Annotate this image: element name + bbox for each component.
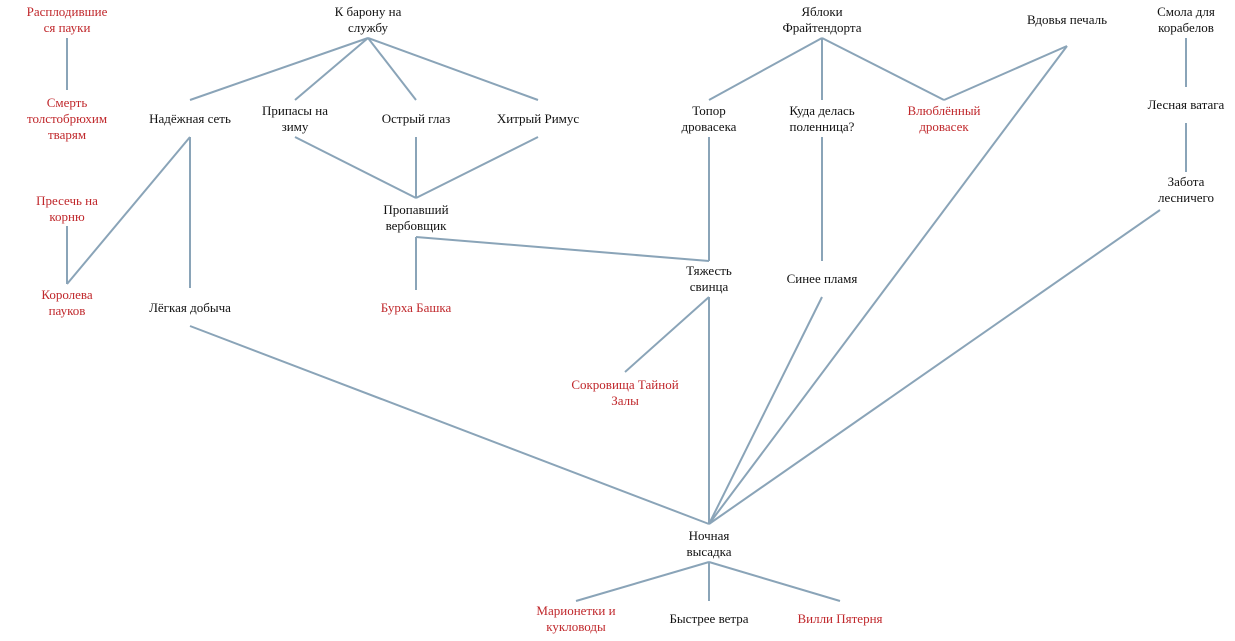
edge-k_baronu-nadezh xyxy=(189,37,369,101)
edge-sinee-nochnaya xyxy=(708,296,823,525)
edge-legkaya-nochnaya xyxy=(189,325,710,525)
edge-nochnaya-marionetki xyxy=(575,561,710,602)
node-lesnaya[interactable]: Лесная ватага xyxy=(1147,97,1225,112)
node-sinee[interactable]: Синее пламя xyxy=(786,271,858,286)
edge-hitry-propav xyxy=(415,136,539,199)
edge-k_baronu-ostry xyxy=(367,37,417,101)
node-bystree[interactable]: Быстрее ветра xyxy=(669,611,749,626)
edge-yabloki-vlyubl xyxy=(821,37,945,101)
edge-koroleva-nadezh xyxy=(66,136,191,285)
node-vdovya[interactable]: Вдовья печаль xyxy=(1027,12,1107,27)
edge-propav-tyazhest xyxy=(415,236,710,262)
edge-zabota-nochnaya xyxy=(708,209,1161,525)
node-legkaya[interactable]: Лёгкая добыча xyxy=(149,300,231,315)
edge-yabloki-topor xyxy=(708,37,823,101)
edge-k_baronu-hitry xyxy=(367,37,539,101)
edge-k_baronu-pripasy xyxy=(294,37,369,101)
edge-nochnaya-villi xyxy=(708,561,841,602)
node-villi[interactable]: Вилли Пятерня xyxy=(797,611,883,626)
node-nadezh[interactable]: Надёжная сеть xyxy=(149,111,231,126)
node-burha[interactable]: Бурха Башка xyxy=(380,300,452,315)
edge-vdovya-nochnaya xyxy=(708,45,1068,525)
edge-tyazhest-sokrov xyxy=(624,296,710,373)
edge-vdovya-vlyubl xyxy=(943,45,1068,101)
node-hitry[interactable]: Хитрый Римус xyxy=(496,111,580,126)
edge-pripasy-propav xyxy=(294,136,417,199)
node-ostry[interactable]: Острый глаз xyxy=(381,111,451,126)
